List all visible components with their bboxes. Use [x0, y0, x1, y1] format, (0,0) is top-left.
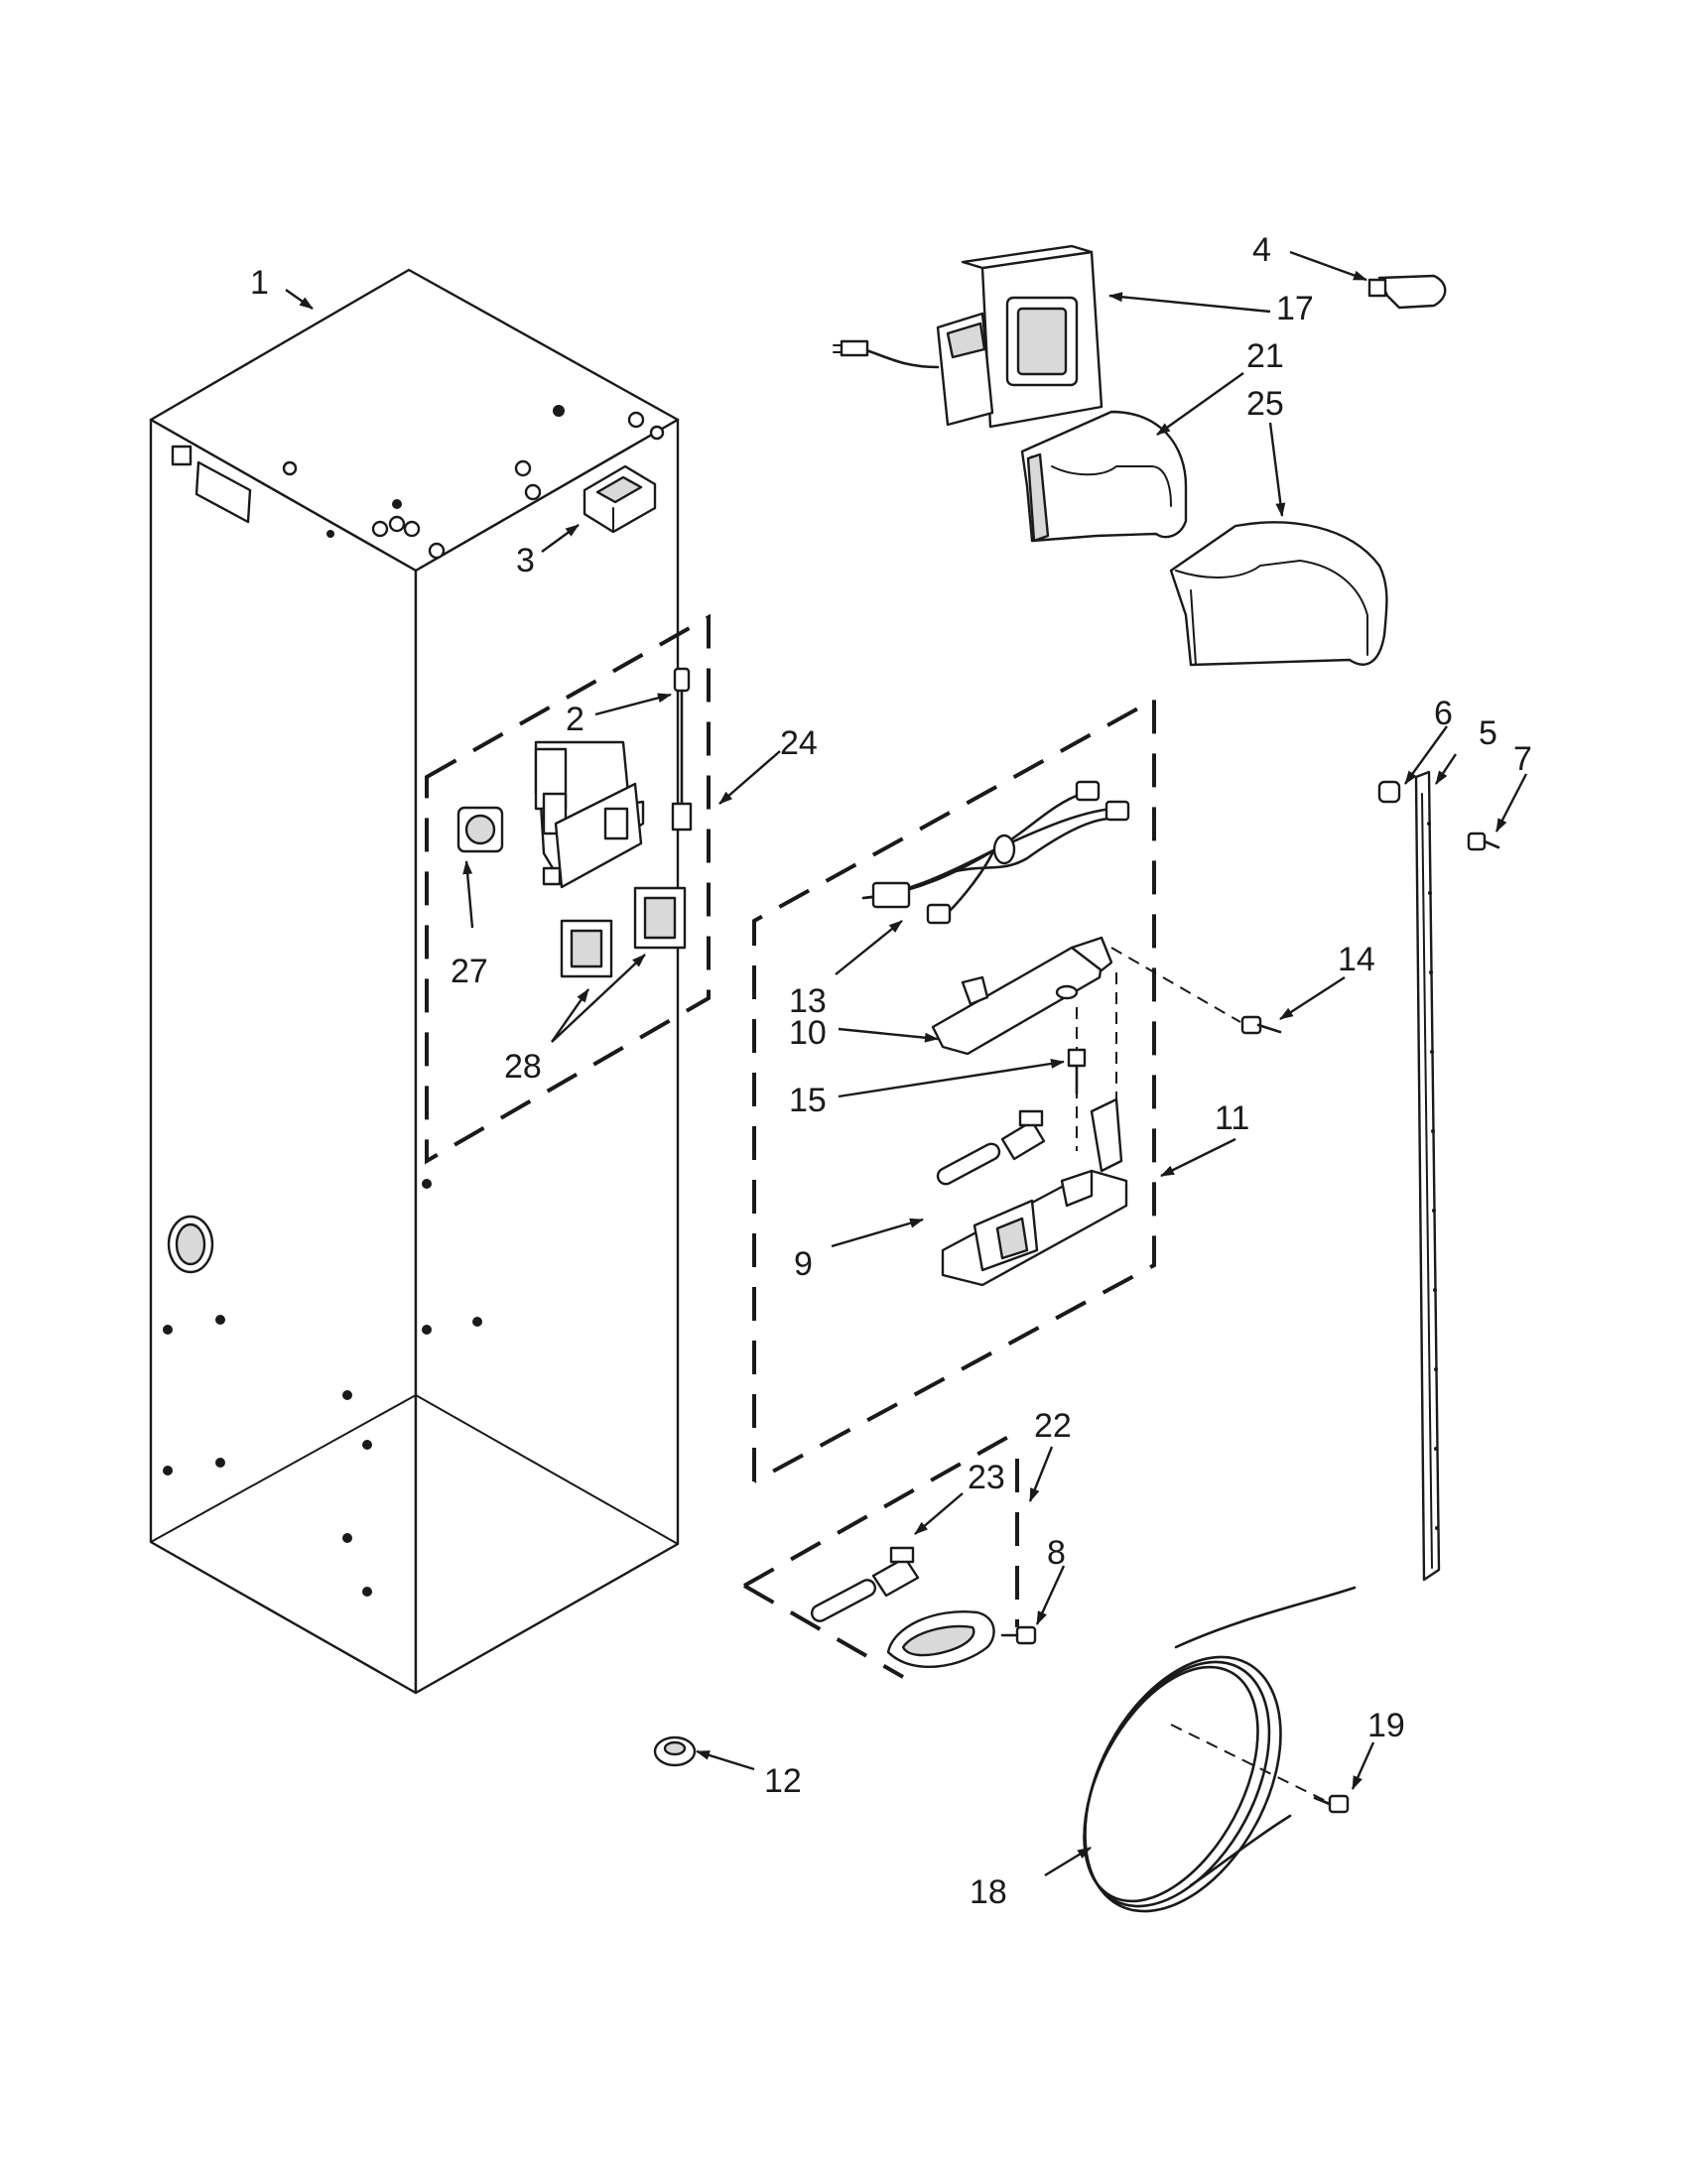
- part-screw-19: [1313, 1794, 1350, 1814]
- part-group-22: [743, 1430, 1037, 1679]
- part-housing-17: [833, 244, 1103, 429]
- part-clip-4: [1367, 274, 1447, 310]
- part-coil-18: [1083, 1586, 1357, 1913]
- part-group-24: [425, 613, 711, 1165]
- callout-2: 2: [566, 701, 584, 738]
- part-grommet-12: [653, 1735, 697, 1767]
- callout-5: 5: [1479, 714, 1497, 752]
- callout-28: 28: [504, 1048, 542, 1086]
- callout-11: 11: [1215, 1099, 1249, 1137]
- callout-9: 9: [794, 1245, 813, 1283]
- callout-12: 12: [764, 1762, 802, 1800]
- part-cover-25: [1169, 521, 1388, 667]
- callout-23: 23: [968, 1459, 1005, 1496]
- callout-10: 10: [789, 1014, 827, 1052]
- part-screw-14: [1240, 1015, 1282, 1035]
- callout-19: 19: [1367, 1707, 1405, 1744]
- callout-8: 8: [1047, 1534, 1066, 1572]
- callout-14: 14: [1338, 941, 1375, 978]
- leader-lines: [285, 250, 1528, 1877]
- callout-1: 1: [250, 264, 269, 302]
- part-cabinet: [149, 268, 680, 1695]
- callout-22: 22: [1034, 1407, 1072, 1445]
- callout-3: 3: [516, 542, 535, 579]
- callout-15: 15: [789, 1082, 827, 1119]
- callout-24: 24: [780, 724, 818, 762]
- callout-7: 7: [1513, 740, 1532, 778]
- callout-13: 13: [789, 982, 827, 1020]
- callout-4: 4: [1252, 231, 1271, 269]
- callout-25: 25: [1246, 385, 1284, 423]
- part-cover-21: [1020, 410, 1188, 543]
- callout-labels: 1 2 3 4 5 6 7 8 9 10 11 12 13 14 15 17 1…: [250, 231, 1532, 1911]
- part-group-center: [752, 696, 1241, 1483]
- callout-21: 21: [1246, 337, 1284, 375]
- part-rail-5: [1377, 770, 1500, 1582]
- callout-6: 6: [1434, 695, 1453, 732]
- callout-27: 27: [451, 953, 488, 990]
- part-connector-3: [583, 464, 657, 534]
- callout-18: 18: [970, 1873, 1007, 1911]
- callout-17: 17: [1276, 290, 1314, 327]
